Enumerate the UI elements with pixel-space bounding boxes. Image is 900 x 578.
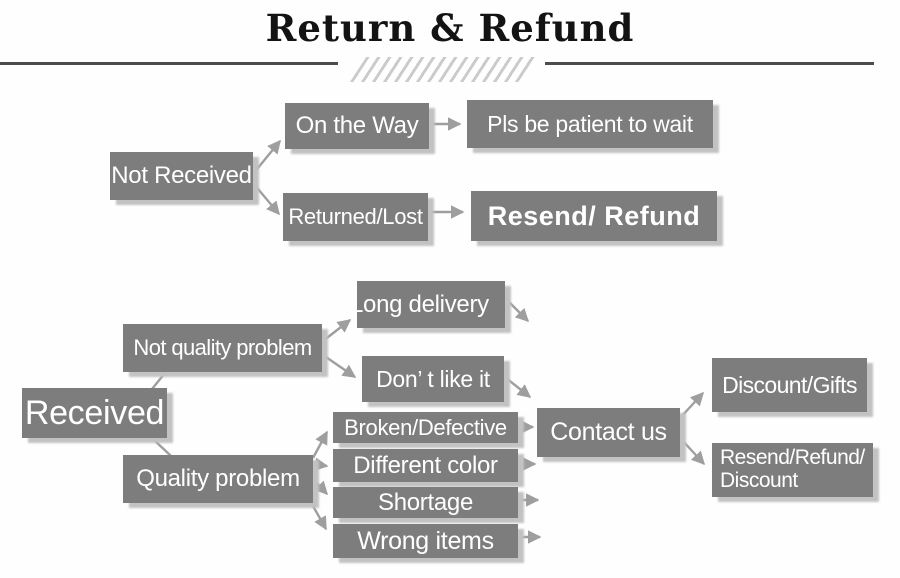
node-long-delivery: Long delivery [357,281,505,328]
node-label-line2: Discount [720,469,798,492]
node-received: Received [22,388,167,438]
title-rule-right [545,62,874,65]
node-label: Different color [353,451,498,479]
node-label: Shortage [377,488,473,516]
edge-received-to-quality_problem [152,438,172,457]
node-resend-refund: Resend/ Refund [471,191,717,241]
node-label: Resend/ Refund [487,200,701,231]
edge-dont_like_it-out [505,377,532,398]
node-label-line1: Resend/Refund/ [720,446,865,470]
node-shortage: Shortage [333,487,518,518]
node-different-color: Different color [333,449,518,482]
node-discount-gifts: Discount/Gifts [712,358,867,412]
edge-quality_problem-to-wrong_items [307,498,328,531]
node-pls-be-patient: Pls be patient to wait [467,100,713,148]
node-resend-refund-discount: Resend/Refund/ Discount [712,443,873,497]
node-label: Contact us [550,418,667,446]
edge-contact_us-to-resend_refund_discount [681,439,705,466]
node-label: Broken/Defective [344,414,507,440]
page-title: Return & Refund [265,6,635,50]
node-quality-problem: Quality problem [123,455,313,503]
node-dont-like-it: Don’ t like it [362,356,504,402]
edge-quality_problem-to-different_color [312,457,329,471]
node-label: Long delivery [357,290,489,318]
node-label: On the Way [295,112,419,139]
node-contact-us: Contact us [537,408,680,457]
edge-not_quality_problem-to-long_delivery [322,319,352,342]
node-label: Received [24,393,165,432]
node-broken-defective: Broken/Defective [333,412,518,443]
node-label: Wrong items [357,526,494,555]
node-label: Not Received [111,162,252,189]
node-label: Don’ t like it [376,365,490,392]
title-rule-left [0,62,338,65]
edge-not_quality_problem-to-received [151,372,166,390]
node-not-received: Not Received [110,152,253,200]
edge-quality_problem-to-broken_defective [311,430,329,459]
node-not-quality-problem: Not quality problem [123,324,322,372]
edge-long_delivery-out [505,298,530,323]
node-label: Pls be patient to wait [487,110,693,137]
edge-quality_problem-to-shortage [312,478,328,496]
node-returned-lost: Returned/Lost [283,193,428,241]
node-label: Not quality problem [133,335,312,360]
edge-contact_us-to-discount_gifts [680,391,704,418]
edge-not_received-to-returned_lost [252,182,280,216]
edge-not_received-to-on_the_way [252,139,281,175]
edge-not_quality_problem-to-dont_like_it [322,354,357,378]
node-label: Discount/Gifts [722,371,857,398]
node-on-the-way: On the Way [285,103,429,149]
node-label: Quality problem [136,465,300,492]
node-wrong-items: Wrong items [333,524,518,558]
node-label: Returned/Lost [288,204,423,229]
